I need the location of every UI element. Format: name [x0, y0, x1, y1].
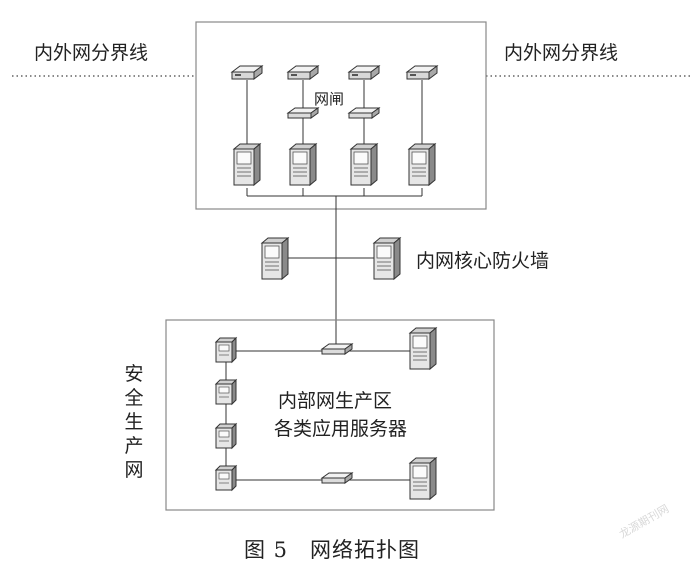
production-server-icon [215, 465, 237, 491]
application-server-icon [409, 457, 437, 500]
production-server-icon [215, 423, 237, 449]
gateway-switch-icon [287, 107, 319, 119]
firewall-server-icon [261, 237, 289, 280]
boundary-label-right: 内外网分界线 [504, 42, 619, 64]
figure-caption: 图 5 网络拓扑图 [244, 538, 421, 562]
application-server-icon [409, 327, 437, 370]
boundary-label-left: 内外网分界线 [34, 42, 149, 64]
production-switch-icon [321, 343, 353, 355]
production-switch-icon [321, 472, 353, 484]
router-icon [231, 65, 263, 80]
server-icon [289, 143, 317, 186]
server-icon [408, 143, 436, 186]
gateway-label: 网闸 [314, 90, 345, 108]
dmz-links [246, 80, 423, 347]
server-icon [233, 143, 261, 186]
production-zone-box [165, 319, 495, 511]
router-icon [348, 65, 380, 80]
firewall-label: 内网核心防火墙 [416, 250, 550, 272]
server-icon [350, 143, 378, 186]
gateway-switch-icon [348, 107, 380, 119]
production-server-icon [215, 379, 237, 405]
router-icon [287, 65, 319, 80]
production-server-icon [215, 337, 237, 363]
firewall-server-icon [373, 237, 401, 280]
production-zone-subtitle: 各类应用服务器 [274, 418, 408, 440]
dmz-zone-box [195, 21, 487, 210]
production-zone-title: 内部网生产区 [278, 390, 393, 412]
production-network-label: 安全生产网 [124, 363, 144, 481]
router-icon [406, 65, 438, 80]
